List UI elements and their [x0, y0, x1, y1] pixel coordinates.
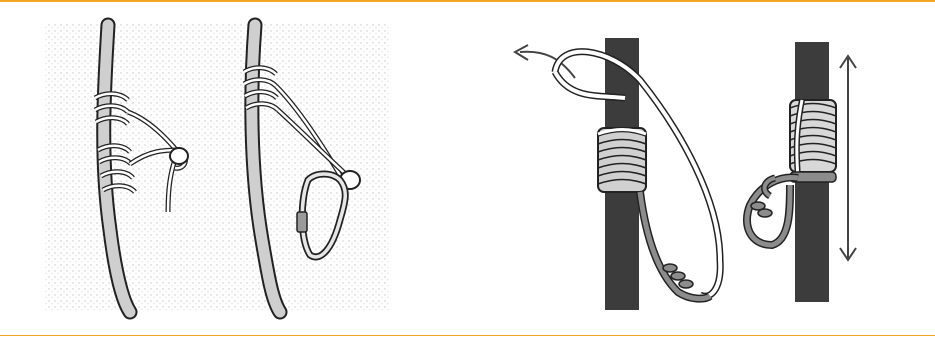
sketch-panel — [45, 22, 390, 312]
pole-wraps-left — [598, 128, 646, 192]
arrow-left-icon — [515, 45, 575, 78]
pole-panel — [515, 38, 856, 310]
pole-wraps-right — [790, 100, 836, 182]
double-arrow-vertical-icon — [840, 56, 856, 260]
